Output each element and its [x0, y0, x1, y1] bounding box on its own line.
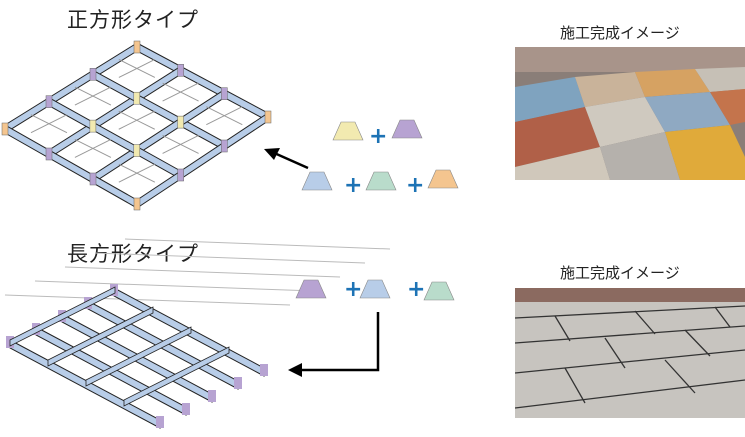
- corner-spacer-part: [427, 169, 459, 189]
- tee-spacer: [182, 403, 190, 415]
- rect-completion-photo: [515, 288, 745, 418]
- tee-spacer-part: [295, 279, 327, 299]
- tee-spacer: [89, 172, 97, 186]
- tee-spacer-part: [391, 119, 423, 139]
- rebar: [94, 252, 366, 264]
- corner-spacer: [264, 110, 272, 124]
- square-completion-photo: [515, 47, 745, 180]
- rebar: [162, 82, 199, 102]
- cross-spacer-part: [332, 121, 364, 141]
- rebar: [74, 86, 112, 106]
- clip-part: [423, 281, 455, 301]
- rebar: [124, 238, 391, 250]
- grid-panel: [47, 306, 154, 367]
- corner-spacer: [133, 197, 141, 211]
- tee-spacer: [45, 147, 53, 161]
- cross-spacer: [133, 144, 141, 157]
- rebar: [118, 163, 156, 183]
- arrow-head-icon: [288, 363, 302, 377]
- rebar: [30, 114, 68, 134]
- plus-icon: +: [344, 277, 362, 302]
- tee-spacer: [260, 364, 268, 376]
- rebar: [34, 280, 316, 292]
- rect-photo-caption: 施工完成イメージ: [560, 264, 680, 282]
- tee-spacer: [177, 168, 184, 182]
- tee-spacer: [221, 87, 228, 100]
- panel-part: [301, 171, 333, 191]
- rebar: [4, 294, 291, 306]
- plus-icon: +: [406, 173, 424, 198]
- rebar: [206, 106, 243, 126]
- arrow-line: [300, 312, 380, 372]
- plus-icon: +: [407, 277, 425, 302]
- rebar: [74, 138, 112, 158]
- tee-spacer: [208, 390, 216, 402]
- tee-spacer: [221, 139, 228, 153]
- rebar: [162, 134, 199, 154]
- arrow-line: [271, 150, 309, 170]
- cross-spacer: [133, 91, 141, 105]
- panel-part: [359, 279, 391, 299]
- tee-spacer: [45, 95, 53, 108]
- corner-spacer: [1, 122, 9, 136]
- rebar: [64, 266, 341, 278]
- clip-part: [365, 171, 397, 191]
- tee-spacer: [234, 377, 242, 389]
- square-photo-caption: 施工完成イメージ: [560, 24, 680, 42]
- grid-panel: [9, 286, 116, 347]
- cross-spacer: [89, 119, 97, 133]
- rebar: [118, 59, 156, 78]
- square-type-title: 正方形タイプ: [67, 8, 199, 32]
- tee-spacer: [177, 64, 184, 77]
- grid-panel: [85, 326, 192, 387]
- tee-spacer: [89, 68, 97, 81]
- cross-spacer: [177, 115, 184, 129]
- corner-spacer: [133, 40, 141, 54]
- tee-spacer: [156, 416, 164, 428]
- plus-icon: +: [344, 173, 362, 198]
- arrow-head-icon: [264, 148, 280, 160]
- grid-panel: [123, 346, 230, 407]
- rebar: [118, 110, 155, 130]
- plus-icon: +: [369, 124, 387, 149]
